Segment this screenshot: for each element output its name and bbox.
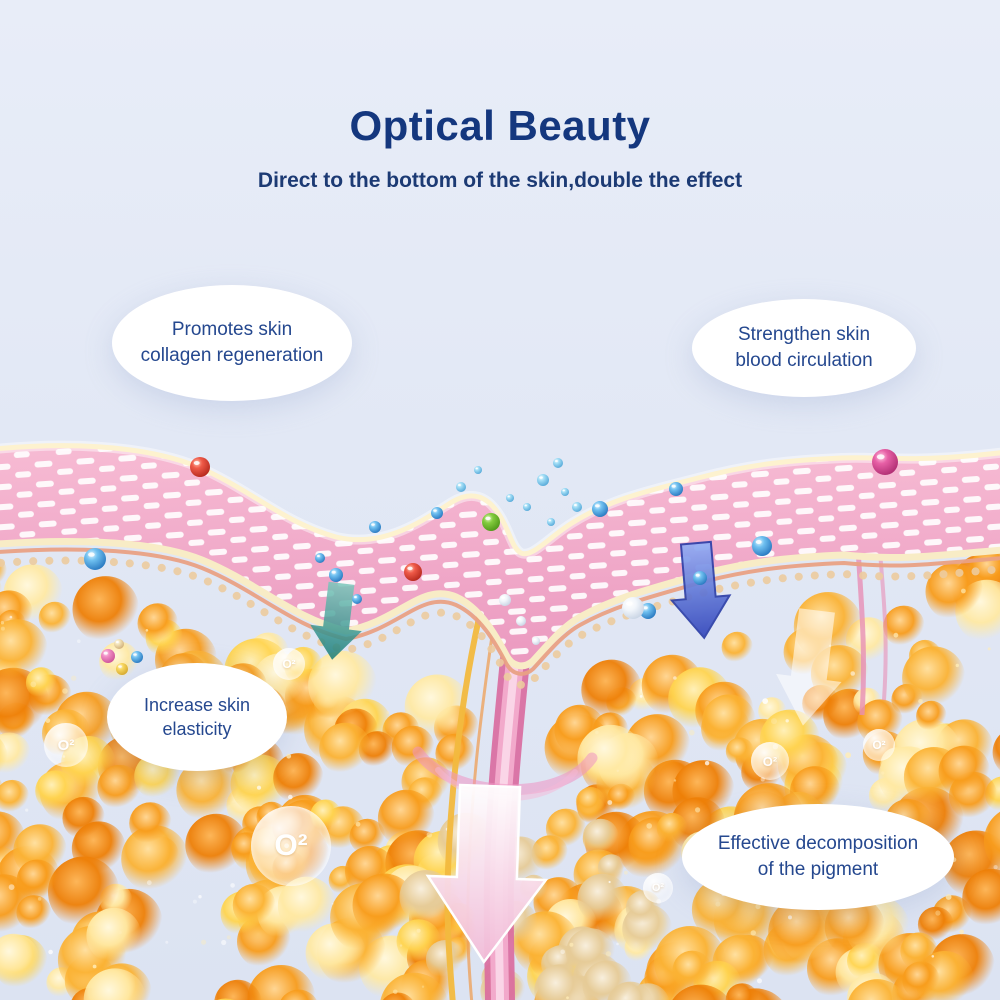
callout-collagen-regeneration: Promotes skin collagen regeneration [112,285,352,401]
epidermis-band [0,440,1000,689]
callout-skin-elasticity: Increase skin elasticity [107,663,287,771]
page-subtitle: Direct to the bottom of the skin,double … [257,169,743,192]
big-down-arrow-icon [425,783,549,965]
callout-line: Promotes skin [171,319,293,341]
o2-label: O² [762,753,778,769]
particle-bubbles [84,449,898,675]
callout-blood-circulation: Strengthen skin blood circulation [692,299,916,397]
o2-label: O² [872,738,886,752]
callout-line: Strengthen skin [737,324,871,346]
callout-line: blood circulation [735,350,873,371]
arrows [310,540,842,965]
o2-label: O² [282,657,296,671]
white-down-arrow-icon [776,608,842,726]
oxygen-bubble: O² [273,648,305,680]
o2-label: O² [274,829,308,862]
oxygen-bubble: O² [44,723,88,767]
circulation-down-arrow-icon [669,540,732,640]
collagen-down-arrow-icon [310,581,362,660]
o2-label: O² [651,882,665,894]
callout-line: of the pigment [757,859,879,880]
page-title: Optical Beauty [349,102,651,149]
oxygen-bubble: O² [643,873,673,903]
callout-line: collagen regeneration [140,345,324,366]
callout-pigment-decomposition: Effective decomposition of the pigment [682,804,954,910]
callout-line: Effective decomposition [717,833,919,855]
oxygen-bubble: O² [863,729,895,761]
fat-cell-clusters [0,548,1000,1000]
callout-line: Increase skin [143,694,251,715]
oxygen-bubble: O² [251,806,331,886]
o2-label: O² [57,736,75,754]
oxygen-bubble: O² [751,742,789,780]
callout-line: elasticity [162,719,232,739]
